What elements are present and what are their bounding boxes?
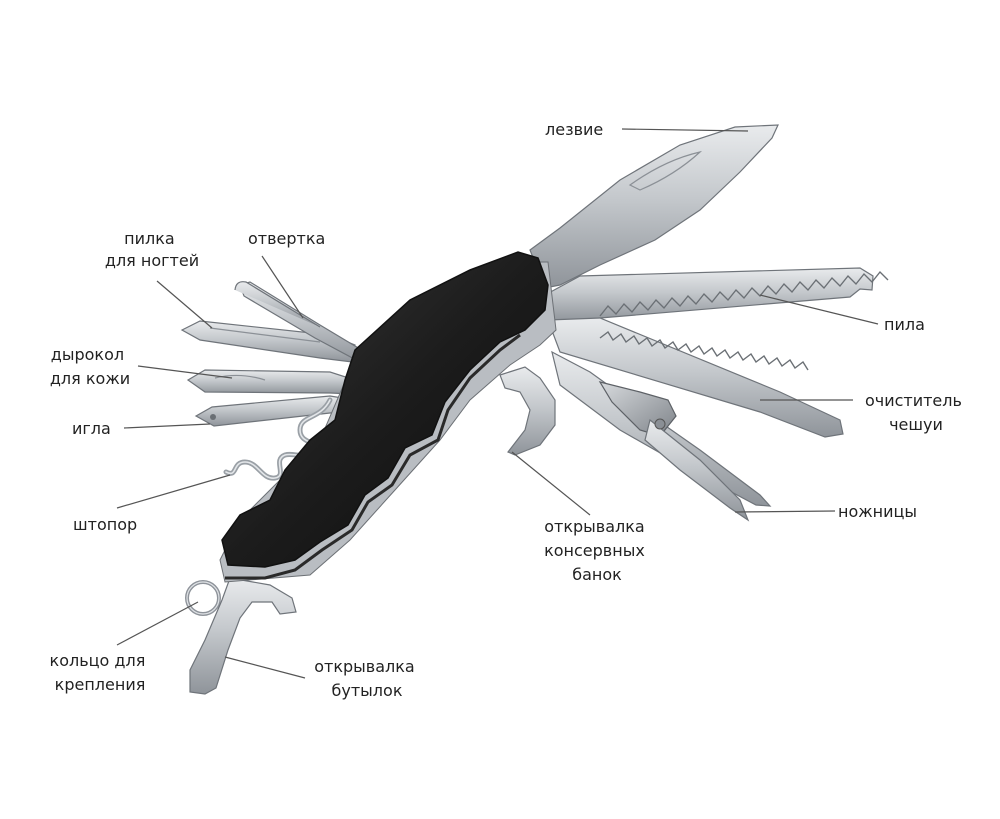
tools-group	[180, 124, 889, 695]
can-opener-tool	[499, 366, 556, 456]
label-can-opener: открывалка консервных банок	[544, 517, 650, 584]
leader-can-opener	[511, 451, 591, 516]
leader-needle	[123, 423, 211, 429]
labels: лезвие отвертка пилка для ногтей дырокол…	[50, 120, 967, 700]
leader-saw	[759, 294, 879, 325]
label-screwdriver: отвертка	[248, 229, 325, 248]
leader-screwdriver	[261, 255, 304, 319]
corkscrew-tool	[223, 397, 333, 481]
label-needle: игла	[72, 419, 111, 438]
leader-key-ring	[116, 601, 199, 646]
leader-corkscrew	[116, 474, 231, 509]
leader-bottle-opener	[224, 656, 306, 679]
label-saw: пила	[884, 315, 925, 334]
leader-scissors	[734, 510, 836, 513]
fish-scaler-tool	[547, 317, 844, 438]
label-fish-scaler: очиститель чешуи	[865, 391, 967, 434]
blade-tool	[529, 124, 779, 289]
leader-nail-file	[156, 280, 213, 329]
label-leather-punch: дырокол для кожи	[50, 345, 130, 388]
label-nail-file: пилка для ногтей	[105, 229, 199, 270]
label-bottle-opener: открывалка бутылок	[314, 657, 420, 700]
leader-lines	[116, 128, 879, 679]
knife-handle	[219, 251, 557, 583]
screwdriver-tool	[234, 281, 366, 363]
leather-punch-tool	[186, 369, 356, 395]
label-corkscrew: штопор	[73, 515, 137, 534]
leader-blade	[621, 128, 749, 132]
label-scissors: ножницы	[838, 502, 917, 521]
label-key-ring: кольцо для крепления	[50, 651, 151, 694]
leader-leather-punch	[137, 365, 233, 379]
key-ring	[185, 580, 221, 616]
scissors-tool	[551, 350, 772, 522]
bottle-opener-tool	[189, 577, 297, 695]
label-blade: лезвие	[545, 120, 603, 139]
